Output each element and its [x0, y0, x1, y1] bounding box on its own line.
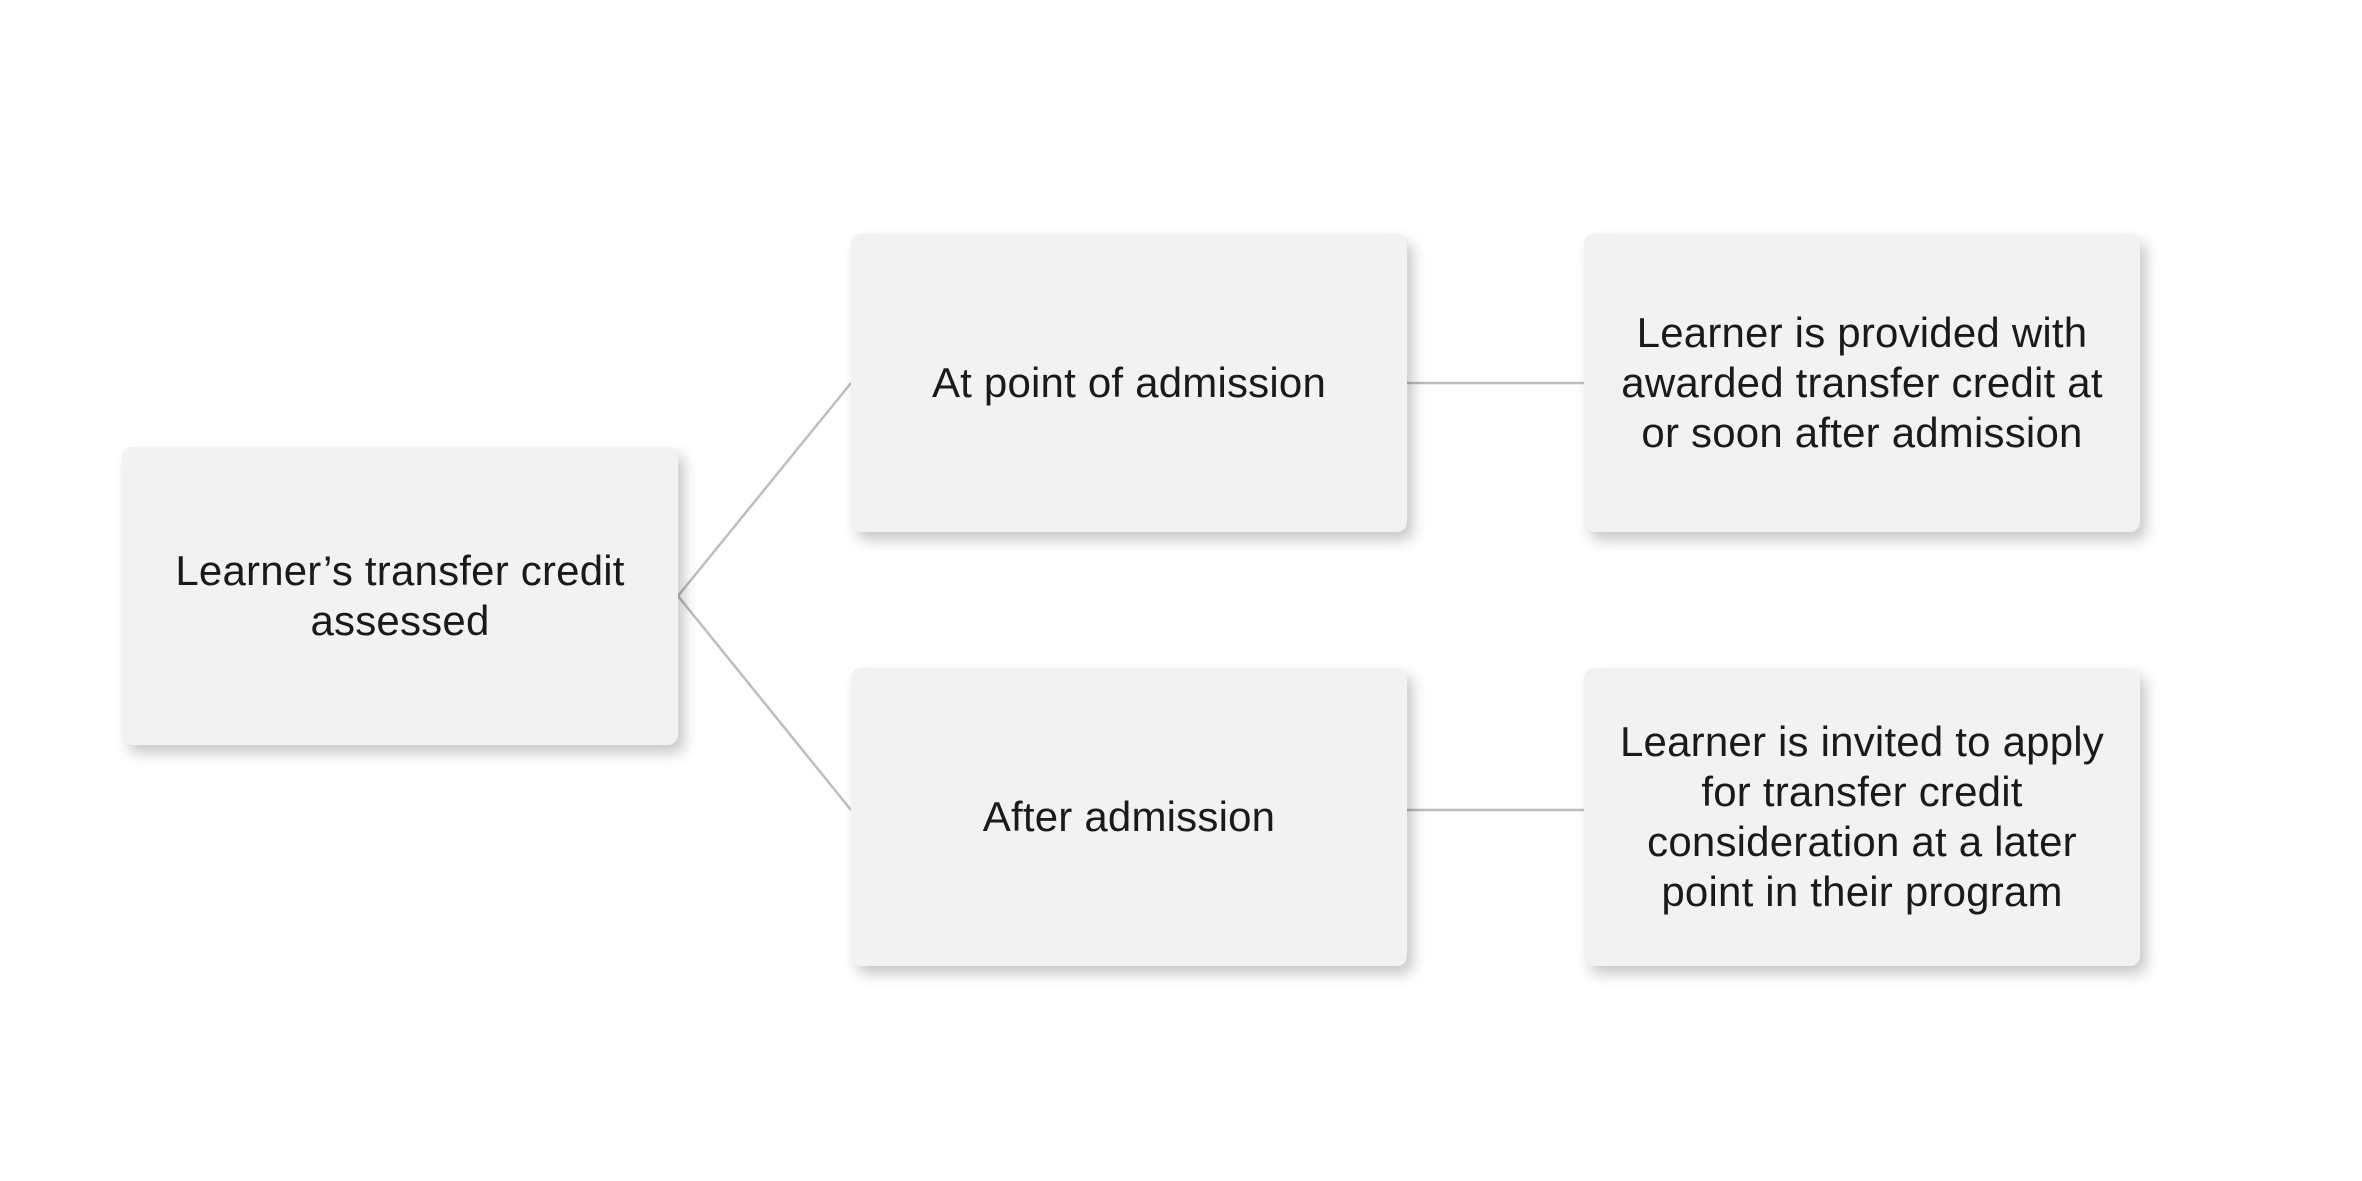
node-label: After admission — [982, 793, 1276, 840]
node-result-invited-to-apply: Learner is invited to apply for transfer… — [1584, 668, 2140, 966]
node-label: Learner is provided with awarded transfe… — [1621, 309, 2103, 456]
node-label: Learner’s transfer credit assessed — [175, 547, 625, 644]
connector-root-to-at-admission — [677, 382, 852, 597]
node-label: Learner is invited to apply for transfer… — [1619, 718, 2104, 915]
node-after-admission: After admission — [851, 668, 1407, 966]
node-label: At point of admission — [931, 359, 1327, 406]
connector-root-to-after-admission — [677, 595, 852, 811]
node-at-point-of-admission: At point of admission — [851, 234, 1407, 532]
node-result-credit-awarded: Learner is provided with awarded transfe… — [1584, 234, 2140, 532]
node-transfer-credit-assessed: Learner’s transfer credit assessed — [122, 447, 678, 745]
